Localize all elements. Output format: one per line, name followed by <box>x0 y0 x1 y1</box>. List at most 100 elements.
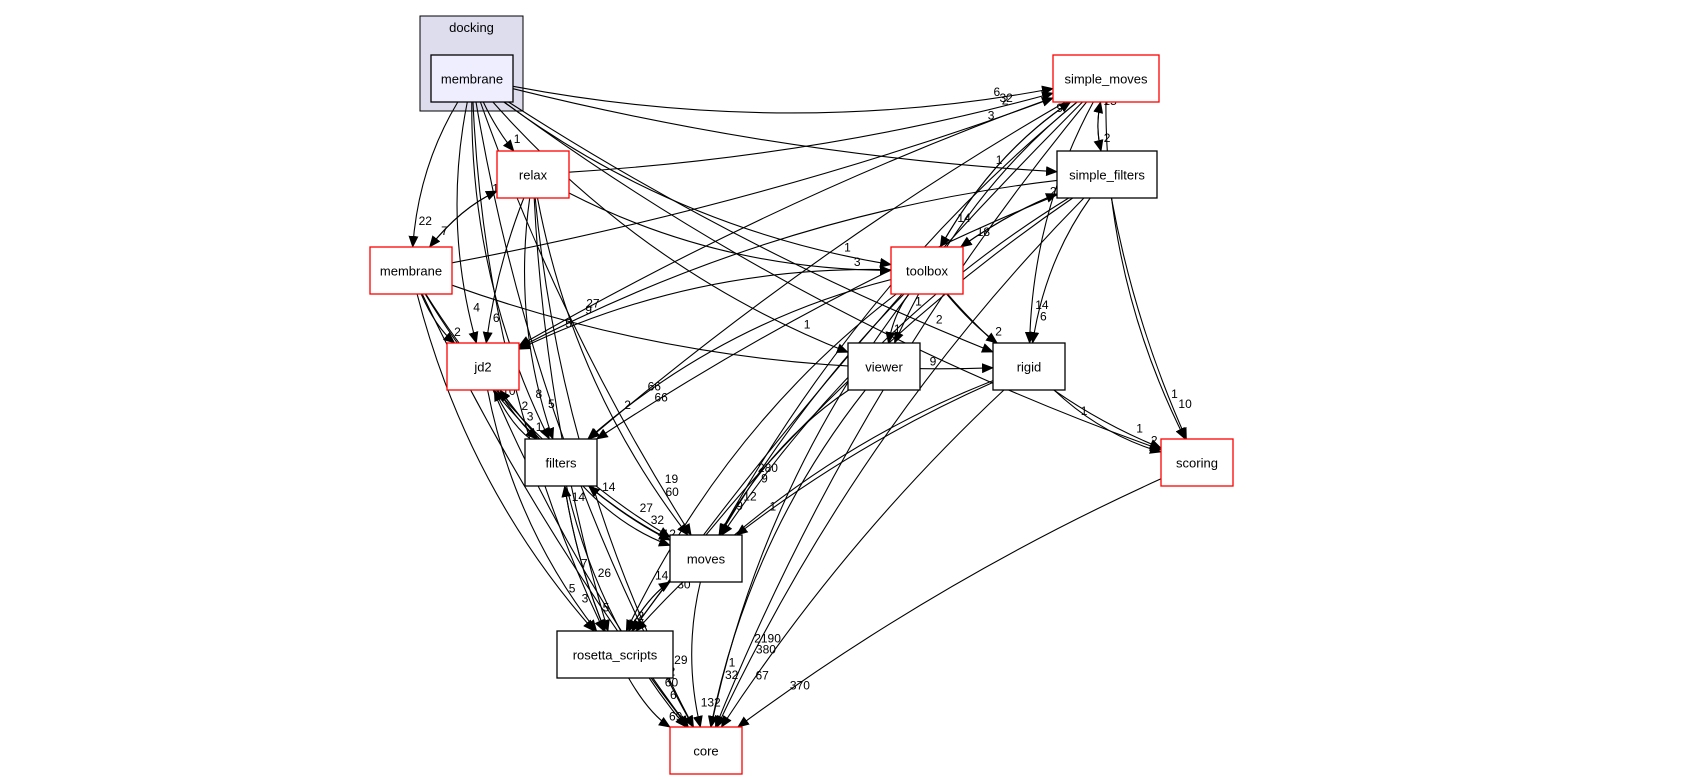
edge-moves-to-core <box>691 581 703 728</box>
edge-toolbox-to-simple_filters <box>960 193 1058 248</box>
edge-label-rosetta_scripts-to-filters: 14 <box>572 490 586 504</box>
edge-membrane_dock-to-viewer <box>492 101 849 353</box>
edge-membrane_dock-to-rigid <box>508 101 994 353</box>
node-scoring[interactable]: scoring <box>1160 438 1234 487</box>
edge-label-rigid-to-core: 67 <box>756 669 770 683</box>
edge-relax-to-membrane <box>428 190 498 248</box>
edge-relax-to-simple_moves <box>568 91 1054 173</box>
edge-membrane-to-simple_moves <box>451 97 1054 264</box>
edge-label-moves-to-jd2: 2 <box>522 399 529 413</box>
edge-relax-to-rosetta_scripts <box>533 197 610 632</box>
edge-simple_filters-to-simple_moves <box>1093 101 1104 152</box>
edge-toolbox-to-simple_moves <box>939 101 1072 248</box>
edge-rosetta_scripts-to-moves <box>628 581 671 632</box>
node-filters[interactable]: filters <box>524 438 598 487</box>
edge-label-jd2-to-moves: 32 <box>651 513 665 527</box>
edge-label-simple_filters-to-scoring: 10 <box>1178 397 1192 411</box>
node-relax[interactable]: relax <box>496 150 570 199</box>
edge-rigid-to-core <box>720 389 1005 728</box>
edge-membrane_dock-to-simple_moves <box>512 85 1054 114</box>
edge-rosetta_scripts-to-core <box>628 677 671 728</box>
edge-membrane_dock-to-relax <box>482 101 515 152</box>
node-jd2-box[interactable] <box>446 342 520 391</box>
edge-label-toolbox-to-moves: 12 <box>743 489 757 503</box>
edge-rigid-to-rosetta_scripts <box>635 380 994 632</box>
edge-label-scoring-to-core: 370 <box>790 679 810 693</box>
node-toolbox[interactable]: toolbox <box>890 246 964 295</box>
node-viewer-box[interactable] <box>847 342 921 391</box>
edge-relax-to-jd2 <box>482 197 525 344</box>
edge-label-rigid-to-scoring: 2 <box>1151 434 1158 448</box>
node-simple-moves[interactable]: simple_moves <box>1052 54 1160 103</box>
edge-toolbox-to-rosetta_scripts <box>625 293 897 632</box>
edge-label-simple_moves-to-toolbox: 14 <box>957 211 971 225</box>
edge-membrane_dock-to-jd2 <box>456 101 479 344</box>
node-membrane[interactable]: membrane <box>369 246 453 295</box>
node-scoring-box[interactable] <box>1160 438 1234 487</box>
node-relax-label: relax <box>519 168 548 183</box>
node-toolbox-box[interactable] <box>890 246 964 295</box>
node-membrane-dock-box[interactable] <box>430 54 514 103</box>
edge-label-relax-to-toolbox: 3 <box>854 255 861 269</box>
edge-label-membrane-to-moves: 27 <box>640 501 654 515</box>
edge-label-simple_moves-to-scoring: 1 <box>1171 387 1178 401</box>
edge-label-simple_filters-to-rigid: 6 <box>1040 310 1047 324</box>
edge-scoring-to-core <box>737 478 1162 728</box>
edge-label-simple_moves-to-rigid: 14 <box>1035 298 1049 312</box>
edge-label-simple_filters-to-core: 380 <box>756 642 776 656</box>
edge-label-simple_filters-to-filters: 66 <box>655 390 669 404</box>
node-membrane-dock[interactable]: membrane <box>430 54 514 103</box>
edge-filters-to-jd2 <box>493 389 531 440</box>
edge-label-toolbox-to-jd2: 5 <box>565 316 572 330</box>
edge-membrane_dock-to-membrane <box>408 101 459 248</box>
node-filters-box[interactable] <box>524 438 598 487</box>
node-relax-box[interactable] <box>496 150 570 199</box>
node-moves-box[interactable] <box>669 534 743 583</box>
node-simple-filters[interactable]: simple_filters <box>1056 150 1158 199</box>
node-rigid[interactable]: rigid <box>992 342 1066 391</box>
node-simple-filters-box[interactable] <box>1056 150 1158 199</box>
node-rosetta-scripts-box[interactable] <box>556 630 674 679</box>
edge-label-toolbox-to-filters: 2 <box>624 398 631 412</box>
node-membrane-box[interactable] <box>369 246 453 295</box>
edge-label-membrane_dock-to-simple_moves: 6 <box>994 85 1001 99</box>
edge-label-relax-to-filters: 5 <box>548 397 555 411</box>
node-jd2[interactable]: jd2 <box>446 342 520 391</box>
edge-label-simple_filters-to-moves: 9 <box>761 471 768 485</box>
edge-relax-to-moves <box>536 197 689 536</box>
edge-label-membrane-to-relax: 1 <box>492 181 499 195</box>
edge-viewer-to-core <box>707 389 866 728</box>
edge-label-membrane_dock-to-toolbox: 1 <box>844 241 851 255</box>
edge-simple_filters-to-scoring <box>1110 197 1187 440</box>
node-viewer[interactable]: viewer <box>847 342 921 391</box>
node-rosetta-scripts[interactable]: rosetta_scripts <box>556 630 674 679</box>
edge-simple_moves-to-moves <box>718 101 1078 536</box>
edge-label-simple_moves-to-simple_filters: 2 <box>1104 131 1111 145</box>
edge-label-viewer-to-moves: 9 <box>736 499 743 513</box>
edge-label-moves-to-rosetta_scripts: 2 <box>638 609 645 623</box>
edge-label-toolbox-to-simple_moves: 9 <box>1056 101 1063 115</box>
node-core[interactable]: core <box>669 726 743 775</box>
edge-label-toolbox-to-rigid: 2 <box>995 324 1002 338</box>
edge-label-jd2-to-core: 60 <box>665 675 679 689</box>
edge-label-membrane_dock-to-filters: 8 <box>536 387 543 401</box>
edge-label-membrane-to-rigid: 9 <box>930 355 937 369</box>
node-moves[interactable]: moves <box>669 534 743 583</box>
node-rigid-box[interactable] <box>992 342 1066 391</box>
edge-label-toolbox-to-rosetta_scripts: 14 <box>655 569 669 583</box>
edge-label-jd2-to-rosetta_scripts: 3 <box>582 591 589 605</box>
edge-membrane_dock-to-simple_filters <box>512 88 1058 177</box>
edge-viewer-to-moves <box>718 389 850 536</box>
edge-membrane-to-relax <box>429 190 498 248</box>
edge-label-membrane_dock-to-simple_moves: 32 <box>1000 91 1014 105</box>
edge-toolbox-to-jd2 <box>518 268 892 350</box>
edge-label-toolbox-to-viewer: 1 <box>894 322 901 336</box>
node-simple-moves-box[interactable] <box>1052 54 1160 103</box>
node-core-box[interactable] <box>669 726 743 775</box>
edge-label-simple_filters-to-jd2: 9 <box>585 303 592 317</box>
edge-membrane-to-rosetta_scripts <box>416 293 595 632</box>
edge-relax-to-filters <box>523 197 555 440</box>
edge-label-membrane_dock-to-scoring: 1 <box>1081 404 1088 418</box>
